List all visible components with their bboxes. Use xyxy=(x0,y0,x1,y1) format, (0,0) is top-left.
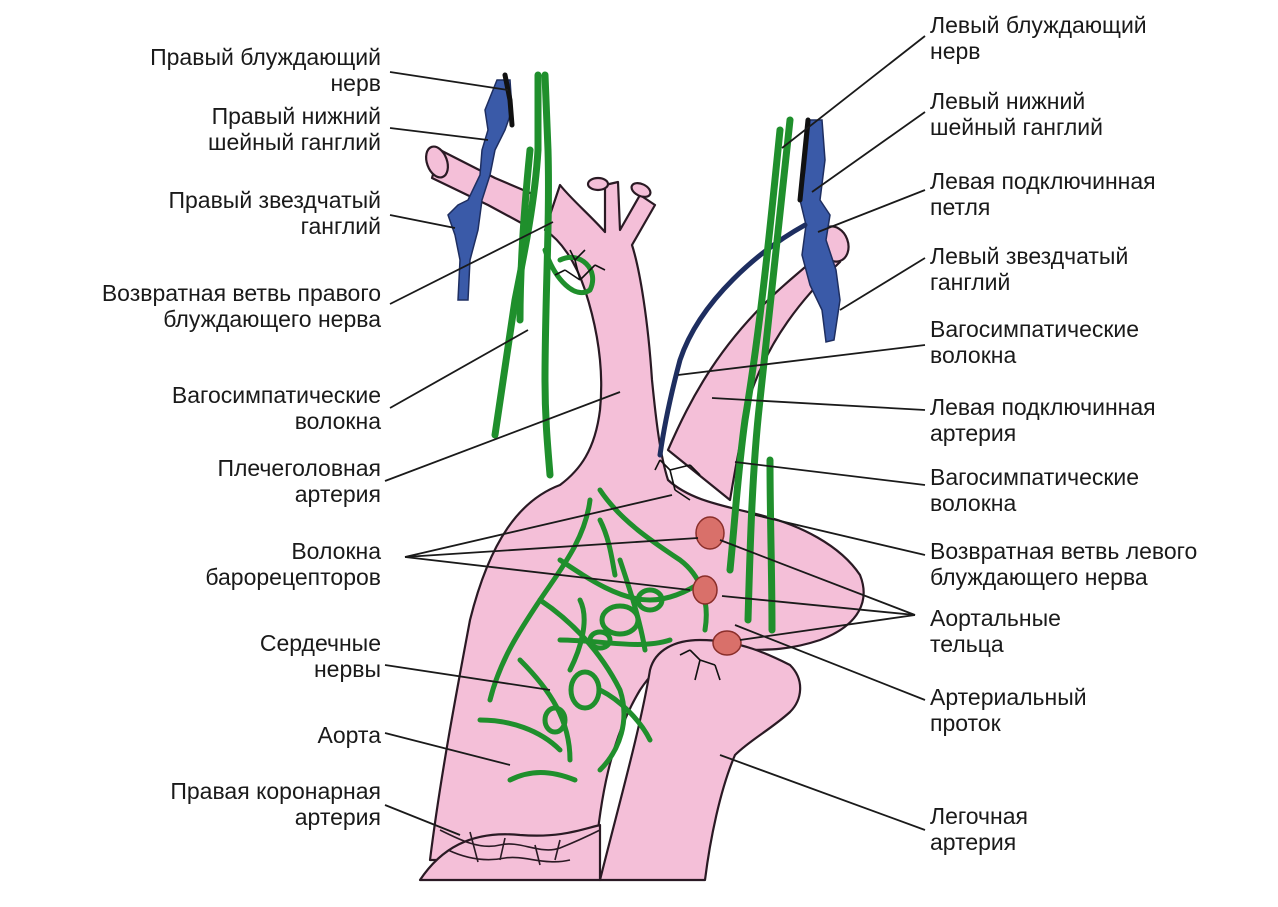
label-aorta: Аорта xyxy=(318,722,382,748)
carotid-stump-1 xyxy=(588,178,608,190)
vessels xyxy=(420,144,864,880)
carotid-stump-2 xyxy=(629,180,652,199)
aortic-body-3 xyxy=(713,631,741,655)
aortic-body-1 xyxy=(696,517,724,549)
aortic-body-2 xyxy=(693,576,717,604)
